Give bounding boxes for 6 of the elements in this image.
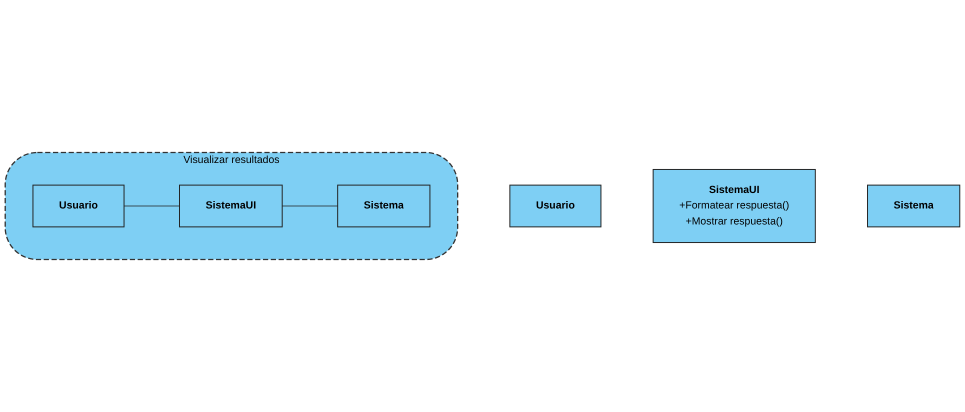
node-box: Sistema [337, 184, 430, 228]
node-box: SistemaUI [179, 184, 283, 228]
node-box: Sistema [867, 184, 960, 228]
node-box: Usuario [509, 184, 602, 228]
node-box: Usuario [32, 184, 125, 228]
node-box: SistemaUI +Formatear respuesta() +Mostrar respuesta() [652, 168, 816, 244]
